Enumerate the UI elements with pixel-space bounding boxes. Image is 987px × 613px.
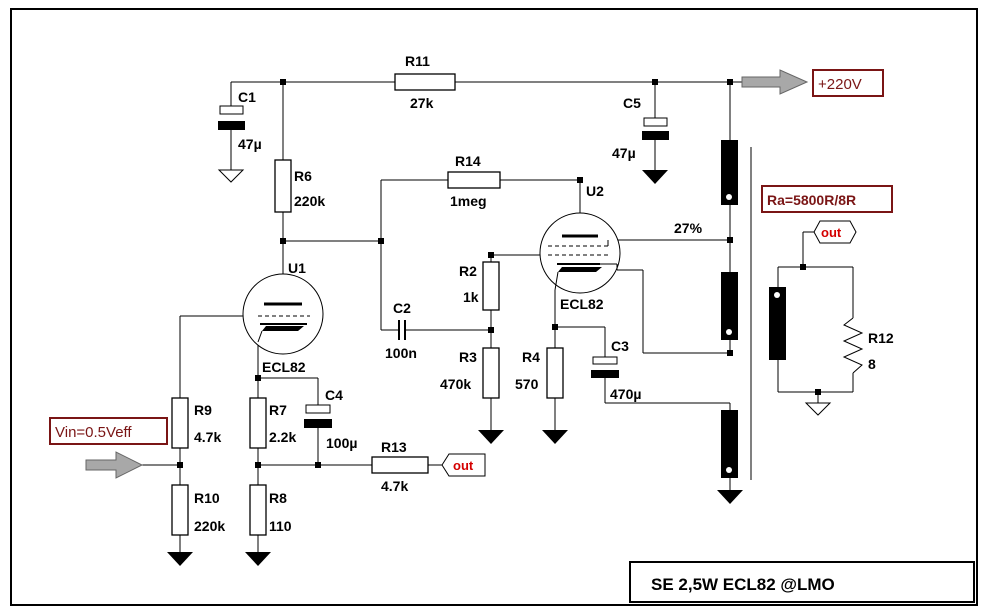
r2-ref: R2 (459, 263, 477, 279)
r12-ref: R12 (868, 330, 894, 346)
r3-ref: R3 (459, 349, 477, 365)
ground-r10 (167, 552, 193, 566)
r14-ref: R14 (455, 153, 481, 169)
drawing-frame (10, 8, 978, 606)
out-tag-r13 (441, 453, 486, 477)
supply-label: +220V (818, 76, 862, 93)
ground-open-secondary (804, 402, 832, 416)
input-label-box (49, 417, 168, 445)
r7-ref: R7 (269, 402, 287, 418)
resistor-r6 (274, 159, 292, 213)
input-label: Vin=0.5Veff (55, 424, 132, 441)
ground-r8 (245, 552, 271, 566)
ground-transformer (717, 490, 743, 504)
resistor-r11 (394, 73, 456, 91)
r3-value: 470k (440, 376, 471, 392)
capacitor-c1 (218, 105, 245, 130)
tap-label: 27% (674, 220, 703, 236)
r13-value: 4.7k (381, 478, 408, 494)
tube-u1 (242, 273, 324, 355)
resistor-r4 (546, 347, 564, 399)
capacitor-c4 (304, 404, 332, 428)
resistor-r8 (249, 484, 267, 536)
c1-value: 47µ (238, 136, 262, 152)
title-text: SE 2,5W ECL82 @LMO (651, 575, 835, 594)
resistor-r7 (249, 397, 267, 449)
r9-value: 4.7k (194, 429, 221, 445)
r8-value: 110 (269, 518, 292, 534)
c4-value: 100µ (326, 435, 357, 451)
c3-value: 470µ (610, 386, 641, 402)
capacitor-c3 (591, 356, 619, 378)
r7-value: 2.2k (269, 429, 296, 445)
resistor-r2 (482, 261, 500, 311)
r10-value: 220k (194, 518, 225, 534)
out-label-secondary: out (821, 225, 842, 240)
resistor-r13 (371, 456, 429, 474)
ground-r4 (542, 430, 568, 444)
transformer-label: Ra=5800R/8R (767, 192, 856, 208)
resistor-r14 (447, 171, 501, 189)
c2-ref: C2 (393, 300, 411, 316)
supply-arrow-icon (741, 69, 809, 95)
r9-ref: R9 (194, 402, 212, 418)
r4-value: 570 (515, 376, 539, 392)
r6-value: 220k (294, 193, 325, 209)
r2-value: 1k (463, 289, 479, 305)
ground-c5 (642, 170, 668, 184)
resistor-r10 (171, 484, 189, 536)
capacitor-c5 (642, 117, 669, 140)
resistor-r12 (842, 317, 864, 374)
u1-type: ECL82 (262, 359, 306, 375)
capacitor-c2 (398, 320, 406, 340)
title-block (629, 561, 975, 603)
output-transformer (721, 140, 786, 480)
ground-r3 (478, 430, 504, 444)
r14-value: 1meg (450, 193, 487, 209)
r4-ref: R4 (522, 349, 540, 365)
out-label-r13: out (453, 458, 474, 473)
out-tag-secondary (813, 220, 857, 244)
u2-type: ECL82 (560, 296, 604, 312)
c1-ref: C1 (238, 89, 256, 105)
r11-value: 27k (410, 95, 434, 111)
resistor-r9 (171, 397, 189, 449)
input-arrow-icon (85, 451, 144, 479)
r6-ref: R6 (294, 168, 312, 184)
u2-ref: U2 (586, 183, 604, 199)
supply-label-box (812, 69, 884, 97)
u1-ref: U1 (288, 260, 306, 276)
ground-open-c1 (217, 169, 245, 183)
transformer-label-box (761, 185, 893, 213)
resistor-r3 (482, 347, 500, 399)
c5-value: 47µ (612, 145, 636, 161)
r8-ref: R8 (269, 490, 287, 506)
junction-dots (177, 79, 821, 468)
c3-ref: C3 (611, 338, 629, 354)
c4-ref: C4 (325, 387, 343, 403)
c5-ref: C5 (623, 95, 641, 111)
r12-value: 8 (868, 356, 876, 372)
c2-value: 100n (385, 345, 417, 361)
r13-ref: R13 (381, 439, 407, 455)
tube-u2 (539, 212, 621, 294)
r11-ref: R11 (405, 53, 430, 69)
r10-ref: R10 (194, 490, 220, 506)
